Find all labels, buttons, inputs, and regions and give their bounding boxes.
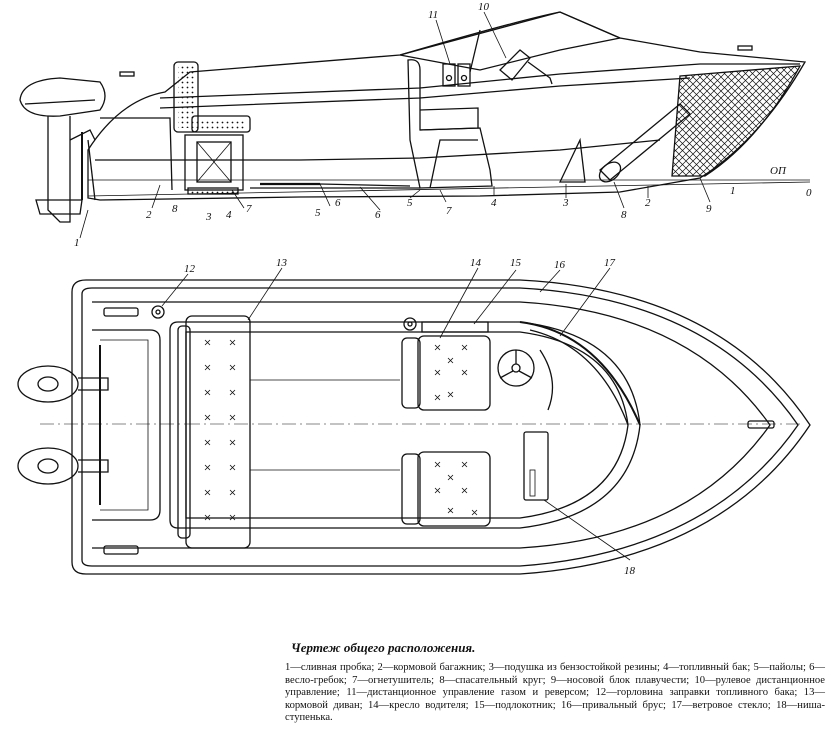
- label-6-oar: 6: [375, 209, 381, 221]
- label-9: 9: [706, 203, 712, 215]
- label-2-stern: 2: [146, 209, 152, 221]
- passenger-seat-plan: [417, 451, 491, 527]
- label-2-bow: 2: [645, 197, 651, 209]
- windshield-plan: [519, 321, 641, 426]
- reverse-control: [457, 63, 471, 87]
- label-16: 16: [554, 259, 566, 271]
- steering-wheel-side: [499, 49, 531, 81]
- motor-top-lower: [17, 447, 79, 485]
- life-ring: [599, 103, 691, 181]
- label-7-stern: 7: [246, 203, 252, 215]
- driver-seat: [407, 59, 493, 189]
- fuel-tank-cushion: [187, 187, 239, 195]
- label-11: 11: [428, 9, 438, 21]
- fuel-filler-cleat: [103, 307, 139, 317]
- stern-seat-cushion: [191, 115, 251, 133]
- label-18: 18: [624, 565, 636, 577]
- label-1-bow: 1: [730, 185, 736, 197]
- label-8-stern: 8: [172, 203, 178, 215]
- label-5-bow: 5: [407, 197, 413, 209]
- side-view: [19, 11, 811, 239]
- plan-view-labels: 12 13 14 15 16 17 18: [184, 257, 636, 577]
- label-8-bow: 8: [621, 209, 627, 221]
- label-3-bow: 3: [562, 197, 569, 209]
- label-13: 13: [276, 257, 288, 269]
- stern-seat-back: [173, 61, 199, 133]
- caption-title: Чертеж общего расположения.: [291, 640, 476, 655]
- label-15: 15: [510, 257, 522, 269]
- bow-step: [558, 137, 586, 183]
- windshield-side: [399, 11, 623, 71]
- label-zero: 0: [806, 187, 812, 199]
- stern-sofa: [185, 315, 251, 549]
- label-4-stern: 4: [226, 209, 232, 221]
- label-5-stern: 5: [315, 207, 321, 219]
- figure-caption: Чертеж общего расположения. 1—сливная пр…: [285, 640, 825, 725]
- side-view-labels: 1 2 8 3 4 7 5 6 6 5 7 4 3 8 2 9 1 11 10 …: [74, 1, 812, 249]
- bow-flotation-block: [671, 65, 802, 177]
- label-10: 10: [478, 1, 490, 13]
- throttle-control: [442, 63, 456, 87]
- caption-legend: 1—сливная пробка; 2—кормовой багажник; 3…: [285, 662, 825, 724]
- outboard-motor: [19, 77, 106, 117]
- label-1-stern: 1: [74, 237, 80, 249]
- label-4-bow: 4: [491, 197, 497, 209]
- hull-plan-outline: [71, 279, 811, 575]
- driver-seat-plan: [417, 335, 491, 411]
- plan-view: [17, 267, 811, 575]
- armrest: [421, 321, 489, 333]
- label-6-mid: 6: [335, 197, 341, 209]
- label-14: 14: [470, 257, 482, 269]
- label-12: 12: [184, 263, 196, 275]
- boat-general-arrangement-drawing: 1 2 8 3 4 7 5 6 6 5 7 4 3 8 2 9 1 11 10 …: [17, 1, 812, 577]
- label-17: 17: [604, 257, 616, 269]
- cushion-patterns: [204, 339, 478, 521]
- label-3-stern: 3: [205, 211, 212, 223]
- step-niche: [523, 431, 549, 501]
- label-7-bow: 7: [446, 205, 452, 217]
- fuel-filler: [151, 305, 165, 319]
- label-op: ОП: [770, 165, 787, 177]
- motor-top-upper: [17, 365, 79, 403]
- cockpit-outline: [169, 321, 641, 529]
